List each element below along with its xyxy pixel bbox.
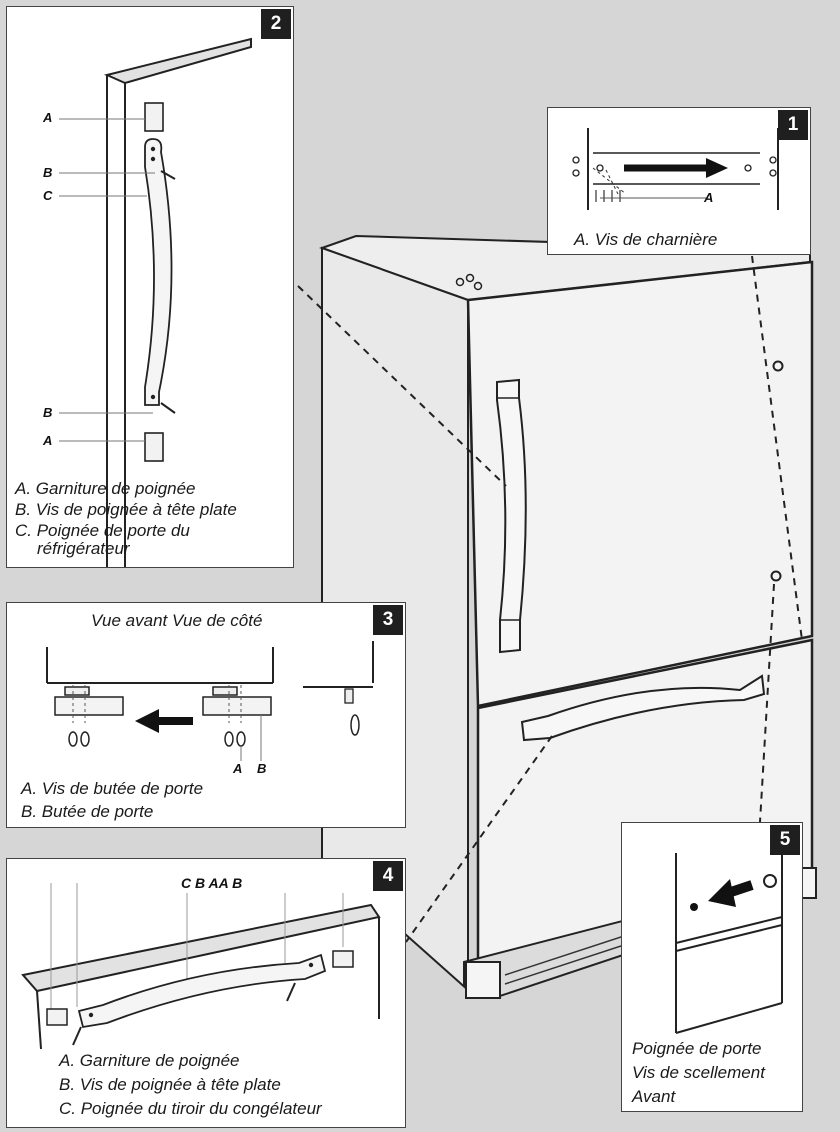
legend-line: C. Poignée de porte du xyxy=(15,521,190,540)
callout-a: A xyxy=(233,761,243,776)
view-title: Vue avant Vue de côté xyxy=(91,611,263,630)
callout-b: B xyxy=(43,405,53,420)
legend-line: A. Garniture de poignée xyxy=(15,479,196,498)
door-stop-detail xyxy=(46,641,374,761)
callout-b: B xyxy=(257,761,267,776)
freezer-handle-detail xyxy=(21,883,381,1050)
leader-line xyxy=(405,735,553,943)
arrow-head xyxy=(706,158,728,178)
seal-screw-detail xyxy=(675,853,783,1034)
handle-outline xyxy=(144,138,173,406)
legend-line: B. Vis de poignée à tête plate xyxy=(15,500,237,519)
panel-5-seal-screw: 5 Poignée de porte Vis de scellement Ava… xyxy=(621,822,803,1112)
trim-bottom xyxy=(144,432,164,462)
legend-line: A. Vis de butée de porte xyxy=(21,779,204,798)
panel-number: 1 xyxy=(778,110,808,140)
leader-line xyxy=(297,285,507,487)
door-plug-hole xyxy=(770,570,782,582)
door-plug-hole xyxy=(772,360,784,372)
refrigerator-door-handle xyxy=(496,378,527,654)
panel-2-refrigerator-handle: A B C B A 2 A. Garniture de poignée B. V… xyxy=(6,6,294,568)
callout-a: A xyxy=(704,190,714,205)
hinge-screw xyxy=(465,273,475,283)
legend-line: B. Butée de porte xyxy=(21,802,154,821)
legend-line: B. Vis de poignée à tête plate xyxy=(59,1075,281,1094)
legend-line: A. Garniture de poignée xyxy=(59,1051,240,1070)
hinge-detail xyxy=(572,128,779,210)
callout-c: C xyxy=(43,188,53,203)
panel-number: 3 xyxy=(373,605,403,635)
panel-number: 4 xyxy=(373,861,403,891)
callout-a: A xyxy=(43,110,53,125)
legend-line: Vis de scellement xyxy=(632,1063,765,1082)
leader-line xyxy=(759,583,775,823)
door-handle-detail xyxy=(59,37,252,567)
legend-line: Avant xyxy=(632,1087,676,1106)
trim-top xyxy=(144,102,164,132)
callout-b: B xyxy=(43,165,53,180)
front-foot-left xyxy=(465,961,501,999)
freezer-drawer-handle xyxy=(520,674,766,742)
legend-line: Poignée de porte xyxy=(632,1039,762,1058)
fridge-door xyxy=(466,260,814,708)
panel-number: 2 xyxy=(261,9,291,39)
drawer-handle-outline xyxy=(77,953,327,1029)
callout-a: A xyxy=(43,433,53,448)
legend-line: réfrigérateur xyxy=(37,539,130,558)
panel-number: 5 xyxy=(770,825,800,855)
panel-1-hinge: A 1 A. Vis de charnière xyxy=(547,107,811,255)
panel-3-door-stop: Vue avant Vue de côté xyxy=(6,602,406,828)
callout-row: C B AA B xyxy=(181,875,243,891)
hinge-screw xyxy=(455,277,465,287)
legend-line: C. Poignée du tiroir du congélateur xyxy=(59,1099,322,1118)
panel-4-freezer-handle: C B AA B 4 A. Garniture de poignée B. Vi… xyxy=(6,858,406,1128)
legend-line: A. Vis de charnière xyxy=(574,230,718,249)
hinge-screw xyxy=(473,281,483,291)
